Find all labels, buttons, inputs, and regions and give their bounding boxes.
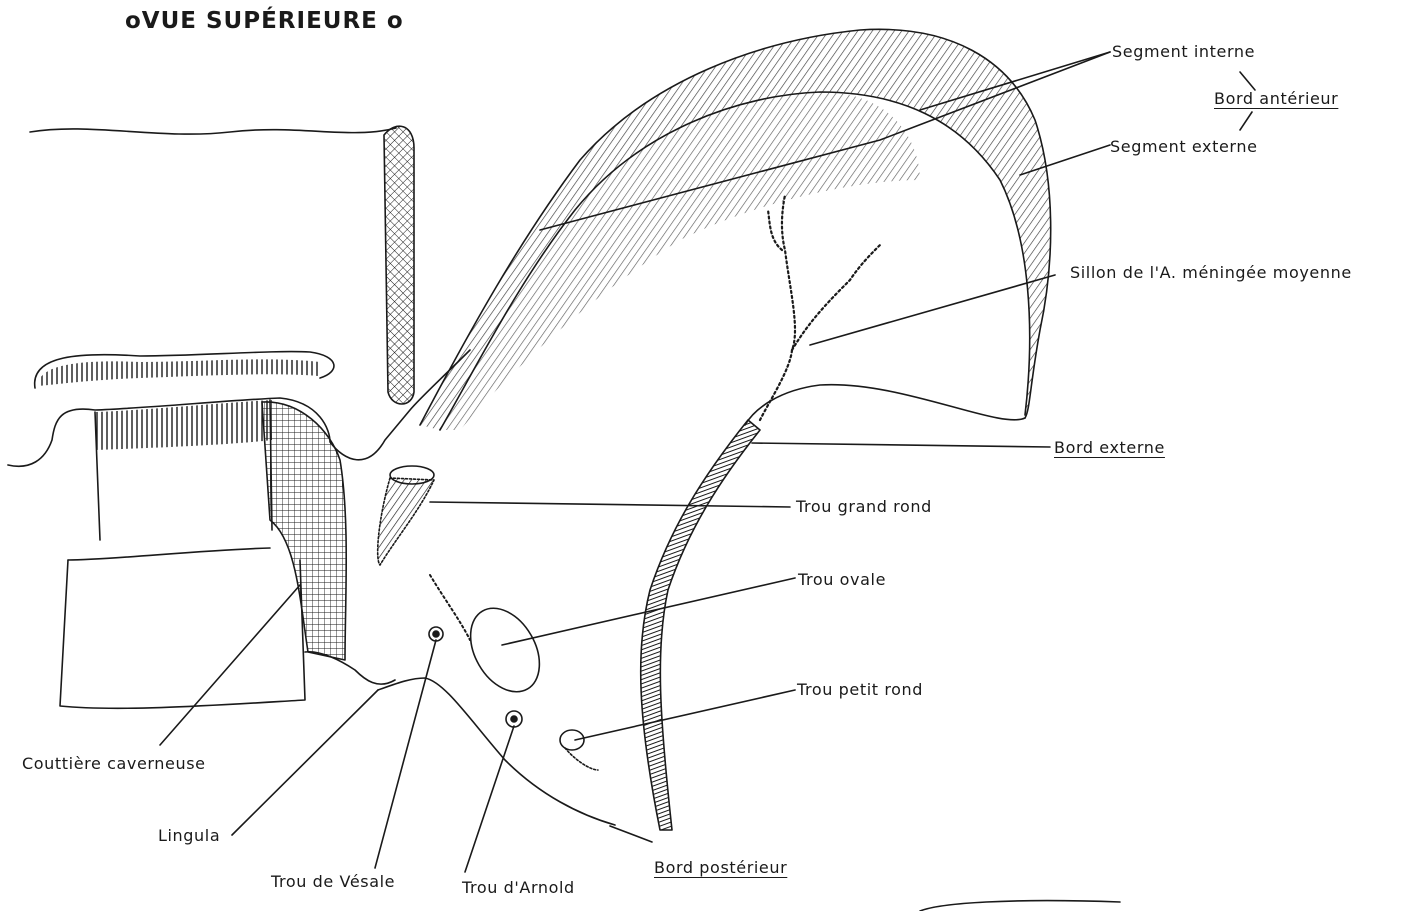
foramen-ovale [457,596,554,704]
label-lingula: Lingula [158,826,220,845]
label-trou-arnold: Trou d'Arnold [462,878,575,897]
meningeal-branch-2 [792,245,880,350]
label-trou-de-vesale: Trou de Vésale [271,872,395,891]
leader-arnold [465,726,514,872]
view-title: oVUE SUPÉRIEURE o [125,8,404,34]
meningeal-branch-1 [768,210,782,250]
leader-grand-rond [430,502,790,507]
leader-lingula [232,690,378,835]
leader-bord-post [610,826,652,842]
meningeal-groove [760,195,795,420]
leader-sillon [810,275,1055,345]
label-bord-posterieur: Bord postérieur [654,858,787,877]
label-trou-grand-rond: Trou grand rond [796,497,932,516]
anterior-clinoid [384,126,414,404]
label-sillon-meningee: Sillon de l'A. méningée moyenne [1070,263,1352,282]
label-bord-externe: Bord externe [1054,438,1165,457]
sella-hatch [95,400,272,450]
carotid-groove [262,402,346,660]
leader-vesale [375,640,436,868]
label-trou-petit-rond: Trou petit rond [797,680,923,699]
carotid-lower-edge [305,652,395,684]
tuberculum-hatch [38,359,320,386]
label-segment-externe: Segment externe [1110,137,1258,156]
leader-bord-ant-2 [1240,112,1252,130]
sella-floor [68,548,270,560]
lesser-wing-outline [30,128,396,134]
leader-petit-rond [575,690,795,740]
clivus-block [60,560,305,708]
label-segment-interne: Segment interne [1112,42,1255,61]
leader-bord-ant-1 [1240,72,1255,90]
posterior-border [378,678,615,825]
leader-gouttiere [160,585,300,745]
label-trou-ovale: Trou ovale [798,570,886,589]
label-bord-anterieur: Bord antérieur [1214,89,1338,108]
lateral-border-ridge [641,420,760,830]
label-gouttiere-caverneuse: Couttière caverneuse [22,754,206,773]
leader-bord-externe [752,443,1050,447]
lateral-border-top [745,385,1025,425]
foramen-rotundum-canal [378,478,434,565]
foramen-spinosum [560,730,584,750]
bottom-fragment [920,901,1120,911]
